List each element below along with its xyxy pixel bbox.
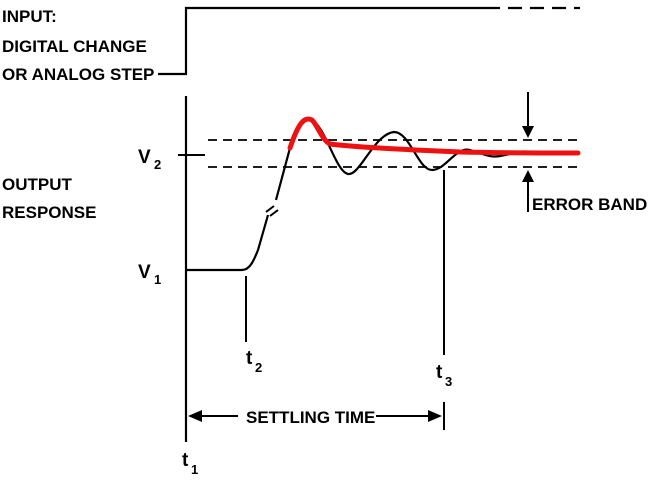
v2-label: V bbox=[138, 147, 151, 168]
settling-time-left-arrowhead bbox=[188, 410, 202, 422]
t1-label: t bbox=[182, 450, 189, 471]
output-response-flat bbox=[186, 214, 270, 272]
settling-time-right-arrowhead bbox=[428, 410, 442, 422]
input-label-line2: DIGITAL CHANGE bbox=[2, 37, 147, 56]
output-label-line2: RESPONSE bbox=[2, 203, 96, 222]
t3-subscript: 3 bbox=[445, 374, 452, 389]
t2-label: t bbox=[246, 348, 253, 369]
output-response-highlight bbox=[287, 116, 581, 156]
error-band-top-arrowhead bbox=[522, 126, 534, 138]
v1-subscript: 1 bbox=[154, 272, 161, 287]
t2-subscript: 2 bbox=[255, 360, 262, 375]
v1-label: V bbox=[138, 262, 151, 283]
settling-time-label: SETTLING TIME bbox=[246, 408, 375, 427]
input-label-line1: INPUT: bbox=[2, 7, 57, 26]
output-response-break bbox=[265, 205, 279, 217]
input-step-line bbox=[158, 6, 500, 76]
error-band-bottom-arrowhead bbox=[522, 170, 534, 182]
v2-subscript: 2 bbox=[154, 157, 161, 172]
t3-label: t bbox=[436, 362, 443, 383]
input-label-line3: OR ANALOG STEP bbox=[2, 65, 154, 84]
t1-subscript: 1 bbox=[191, 462, 198, 477]
output-label-line1: OUTPUT bbox=[2, 175, 73, 194]
error-band-label: ERROR BAND bbox=[532, 195, 647, 214]
